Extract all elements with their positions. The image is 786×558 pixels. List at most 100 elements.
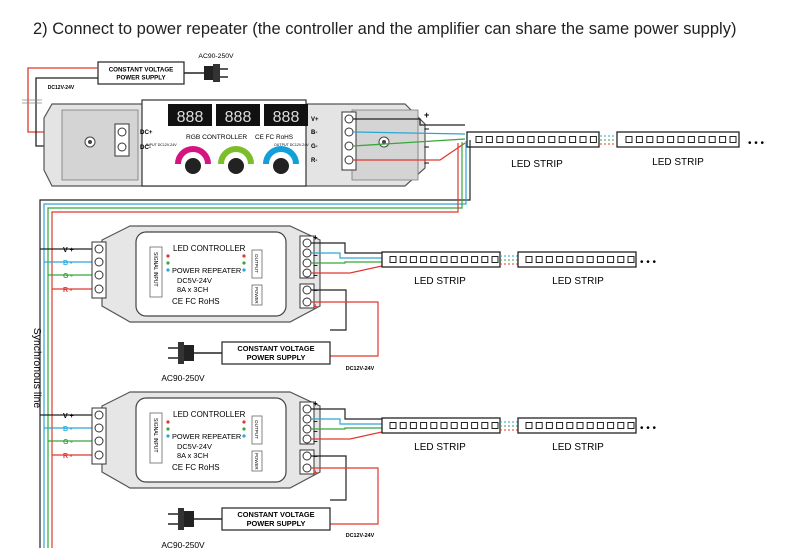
led-chip (548, 136, 556, 143)
top-strip-continuation: • • • (748, 138, 765, 149)
led-chip (471, 422, 479, 429)
led-chip (525, 256, 533, 263)
repeater-2-l4: 8A x 3CH (177, 451, 208, 460)
repeater-2-out-minus-3: − (313, 437, 318, 446)
led-chip (450, 256, 458, 263)
led-chip (708, 136, 716, 143)
repeater-2-marks: CE FC RoHS (172, 463, 220, 472)
repeater-1: V + B - G - R - SIGNAL INPUT OUTPUT POWE… (40, 225, 657, 383)
led-chip (617, 422, 625, 429)
led-display-1-text: 888 (177, 109, 204, 126)
repeater-2-out-minus-1: − (313, 417, 318, 426)
led-chip (485, 136, 493, 143)
led-chip (491, 422, 499, 429)
knob-green[interactable] (218, 146, 254, 174)
led-display-3-text: 888 (273, 109, 300, 126)
led-chip (409, 256, 417, 263)
led-chip (545, 256, 553, 263)
repeater-2-output-text: OUTPUT (254, 420, 259, 439)
repeater-1-ac-label: AC90-250V (161, 373, 205, 383)
repeater-1-l4: 8A x 3CH (177, 285, 208, 294)
repeater-2-strip-2-label: LED STRIP (552, 442, 604, 453)
knob-blue-arc (263, 146, 299, 165)
repeater-1-strip-connector (500, 255, 518, 265)
top-strip-2-label: LED STRIP (652, 157, 704, 168)
led-chip (589, 136, 597, 143)
top-strip-2: LED STRIP (616, 131, 740, 168)
led-chip (617, 256, 625, 263)
repeater-2-l1: LED CONTROLLER (173, 410, 246, 419)
dc-plus-label: DC+ (140, 129, 153, 136)
led-chip (545, 422, 553, 429)
led-chip (471, 256, 479, 263)
led-chip (430, 256, 438, 263)
led-chip (389, 256, 397, 263)
strip-plus-sign: + (424, 110, 429, 120)
led-chip (527, 136, 535, 143)
repeater-2-strip-1-leds (389, 422, 499, 429)
led-display-3 (264, 104, 308, 126)
repeater-1-out-minus-2: − (313, 261, 318, 270)
led-chip (596, 422, 604, 429)
led-chip (535, 422, 543, 429)
led-chip (627, 256, 635, 263)
out-pin-r: R- (311, 158, 317, 164)
top-strip-1-leds (475, 136, 597, 143)
repeater-2-out-plus: + (313, 399, 318, 408)
repeater-2-l3: DC5V-24V (177, 442, 212, 451)
repeater-1-out-minus-1: − (313, 251, 318, 260)
repeater-1-l2: POWER REPEATER (172, 266, 241, 275)
led-chip (635, 136, 643, 143)
led-display-1 (168, 104, 212, 126)
repeater-2-pwr-plus: + (313, 468, 318, 477)
led-chip (656, 136, 664, 143)
led-chip (698, 136, 706, 143)
repeater-1-dc-label: DC12V-24V (346, 366, 375, 372)
repeater-2-ac-plug-icon (168, 508, 222, 530)
repeater-1-strip-continuation: • • • (640, 257, 657, 268)
repeater-1-pwr-minus: − (313, 286, 318, 295)
repeater-2-out-minus-2: − (313, 427, 318, 436)
top-strip-2-leds (625, 136, 737, 143)
led-display-2-text: 888 (225, 109, 252, 126)
repeater-2-l2: POWER REPEATER (172, 432, 241, 441)
knob-red[interactable] (175, 146, 211, 174)
repeater-2-pin-b: B - (63, 426, 73, 433)
ac-plug-icon (184, 64, 228, 82)
led-chip (729, 136, 737, 143)
led-chip (586, 256, 594, 263)
knob-blue[interactable] (263, 146, 299, 174)
led-chip (517, 136, 525, 143)
repeater-1-l3: DC5V-24V (177, 276, 212, 285)
top-power-supply: CONSTANT VOLTAGE POWER SUPPLY AC90-250V … (22, 53, 234, 147)
led-chip (667, 136, 675, 143)
top-psu-label-2: POWER SUPPLY (116, 75, 166, 82)
repeater-2-dc-label: DC12V-24V (346, 533, 375, 539)
led-chip (481, 422, 489, 429)
top-strip-1: LED STRIP (466, 131, 600, 170)
repeater-1-input-text: SIGNAL INPUT (152, 252, 158, 287)
rgb-controller-marks: CE FC RoHS (255, 134, 293, 141)
led-chip (481, 256, 489, 263)
diagram-title: 2) Connect to power repeater (the contro… (33, 20, 737, 38)
dc-minus-label: DC- (140, 144, 151, 151)
repeater-1-out-minus-3: − (313, 271, 318, 280)
repeater-1-pwr-plus: + (313, 302, 318, 311)
led-chip (719, 136, 727, 143)
repeater-1-pin-r: R - (63, 287, 73, 294)
led-chip (409, 422, 417, 429)
repeater-2-strip-continuation: • • • (640, 423, 657, 434)
led-chip (420, 422, 428, 429)
led-chip (677, 136, 685, 143)
led-chip (440, 422, 448, 429)
led-chip (625, 136, 633, 143)
repeater-1-psu-label-2: POWER SUPPLY (247, 353, 306, 362)
repeater-1-strip-1-leds (389, 256, 499, 263)
led-chip (558, 136, 566, 143)
led-chip (566, 422, 574, 429)
strip-minus-sign-2: − (424, 142, 429, 152)
out-pin-g: G- (311, 144, 318, 150)
repeater-2: V + B - G - R - SIGNAL INPUT OUTPUT POWE… (40, 391, 657, 550)
repeater-1-strip-2-leds (525, 256, 635, 263)
synchronous-line: Synchronous line (31, 140, 471, 548)
